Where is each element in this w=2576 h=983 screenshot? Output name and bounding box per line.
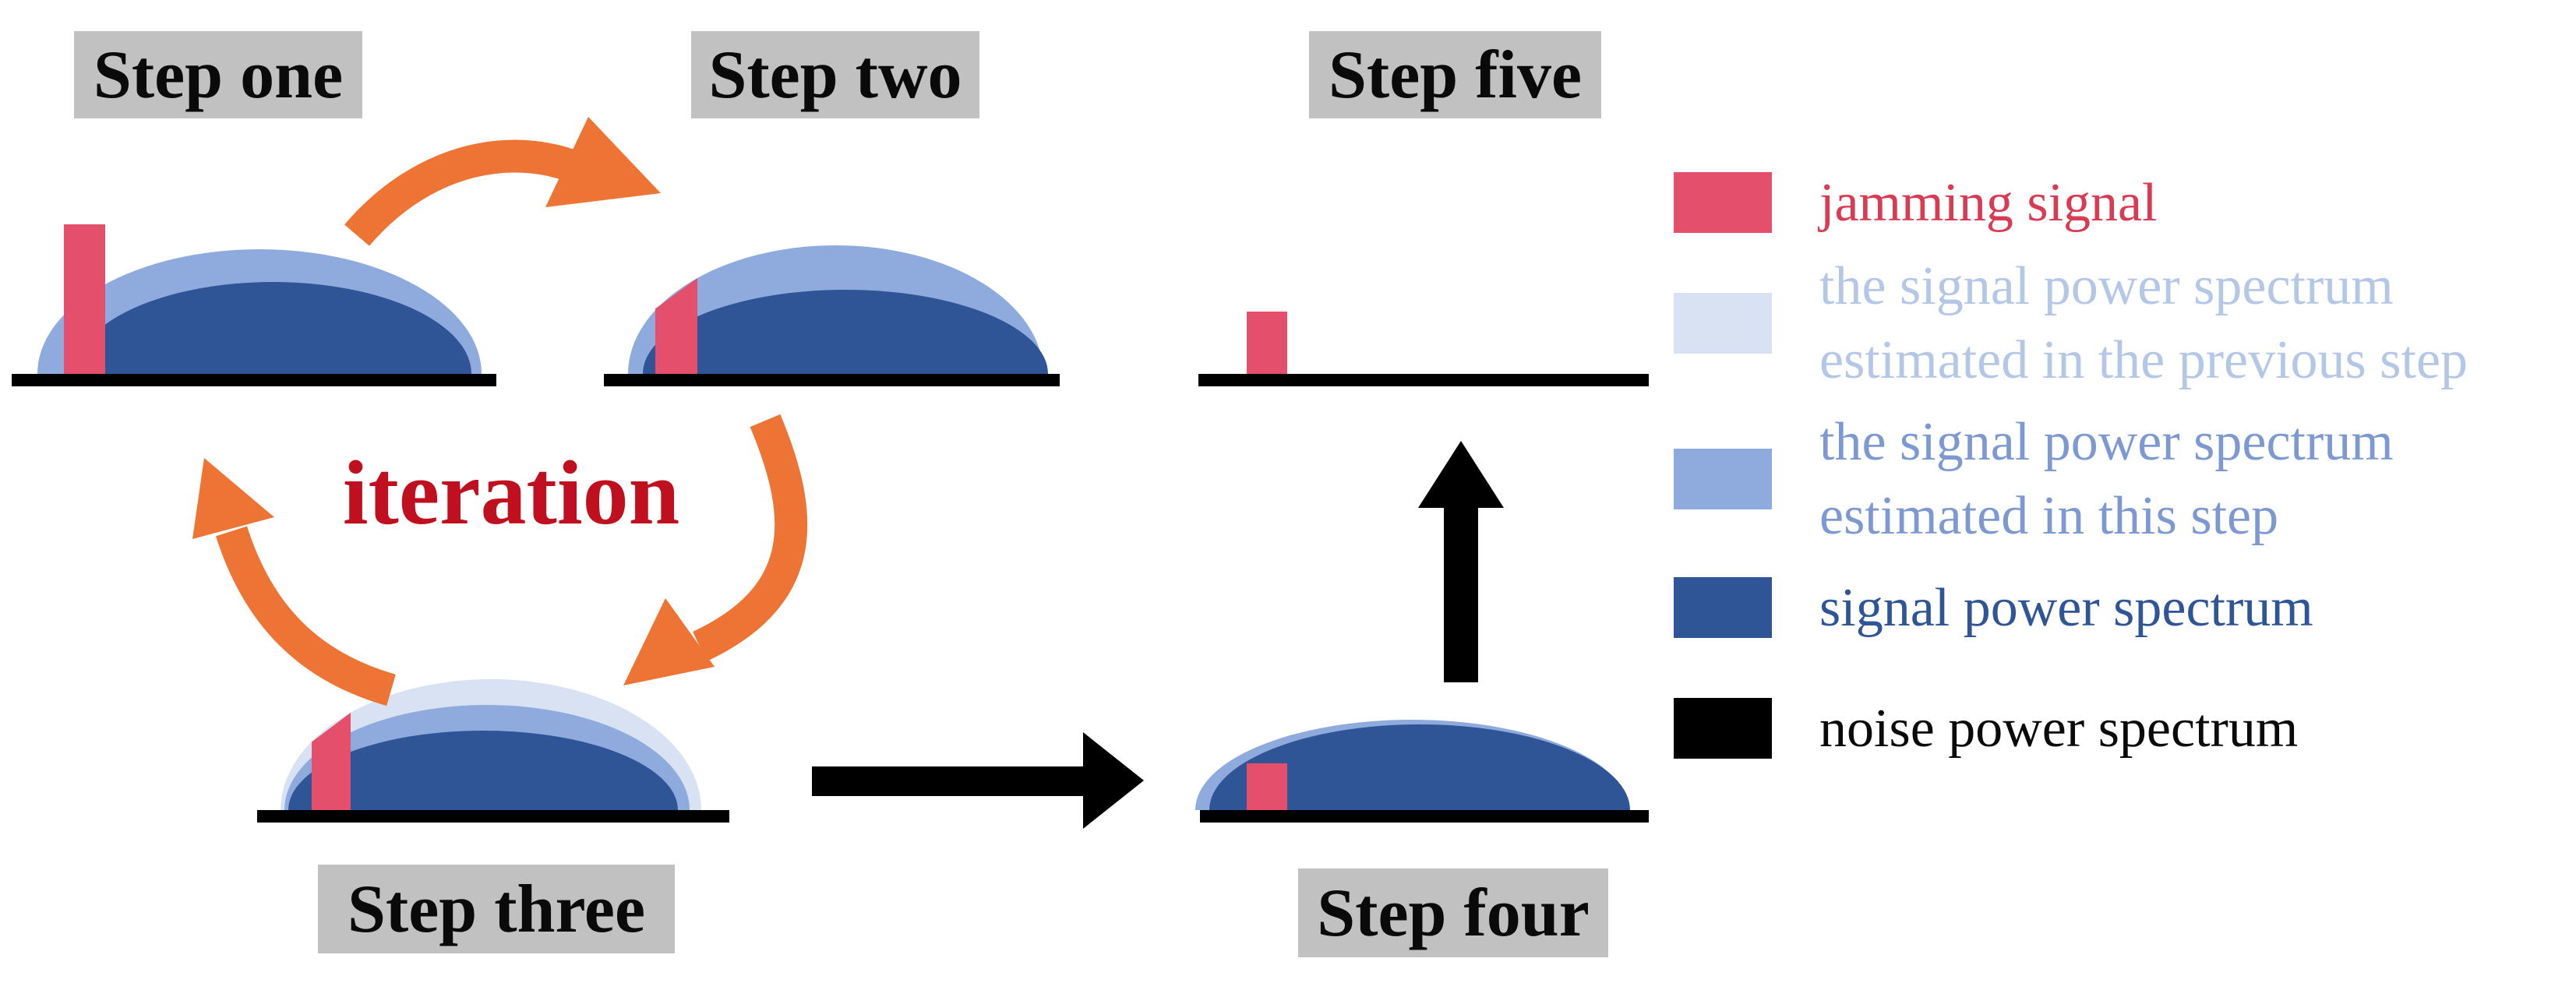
step-four-label: Step four [1298, 868, 1608, 957]
legend-swatch-previous-estimate [1674, 293, 1772, 354]
legend-label-jamming-signal: jamming signal [1819, 172, 2158, 233]
step5-noise-spectrum-line [1198, 374, 1649, 386]
step3-noise-spectrum-line [257, 810, 729, 823]
step5-jamming-signal-bar [1247, 312, 1287, 374]
step4-jamming-signal-bar [1247, 763, 1287, 810]
legend-label-signal-spectrum: signal power spectrum [1819, 577, 2313, 638]
legend-label-current-estimate-line1: the signal power spectrum [1819, 412, 2394, 472]
step3-jamming-signal-bar [312, 713, 351, 810]
step2-noise-spectrum-line [604, 374, 1060, 386]
step4-noise-spectrum-line [1200, 810, 1649, 823]
legend-item-signal-spectrum: signal power spectrum [1674, 565, 2576, 650]
legend-item-jamming-signal: jamming signal [1674, 160, 2576, 245]
step1-jamming-signal-bar [64, 224, 105, 374]
legend-swatch-noise-spectrum [1674, 698, 1772, 759]
arrow-step4-to-step5-icon [1418, 441, 1504, 682]
legend-item-current-estimate: the signal power spectrum estimated in t… [1674, 405, 2576, 553]
arrow-step3-to-step4-icon [812, 732, 1144, 829]
legend-label-current-estimate-line2: estimated in this step [1819, 486, 2279, 546]
legend-swatch-current-estimate [1674, 449, 1772, 509]
legend-label-previous-estimate-line2: estimated in the previous step [1819, 330, 2468, 390]
step1-noise-spectrum-line [12, 374, 496, 386]
arrow-step1-to-step2-icon [344, 117, 661, 246]
legend-item-noise-spectrum: noise power spectrum [1674, 685, 2576, 771]
step-one-label: Step one [74, 31, 362, 118]
iteration-label: iteration [342, 442, 680, 544]
step-two-label: Step two [691, 31, 979, 118]
legend-label-current-estimate: the signal power spectrum estimated in t… [1819, 405, 2394, 553]
legend-swatch-signal-spectrum [1674, 577, 1772, 638]
legend-swatch-jamming-signal [1674, 172, 1772, 233]
step-five-label: Step five [1309, 31, 1601, 118]
legend-item-previous-estimate: the signal power spectrum estimated in t… [1674, 249, 2576, 397]
legend-label-previous-estimate: the signal power spectrum estimated in t… [1819, 249, 2468, 397]
legend-label-previous-estimate-line1: the signal power spectrum [1819, 256, 2394, 316]
legend: jamming signal the signal power spectrum… [1674, 160, 2576, 771]
legend-label-noise-spectrum: noise power spectrum [1819, 698, 2299, 759]
step-three-label: Step three [318, 865, 675, 953]
